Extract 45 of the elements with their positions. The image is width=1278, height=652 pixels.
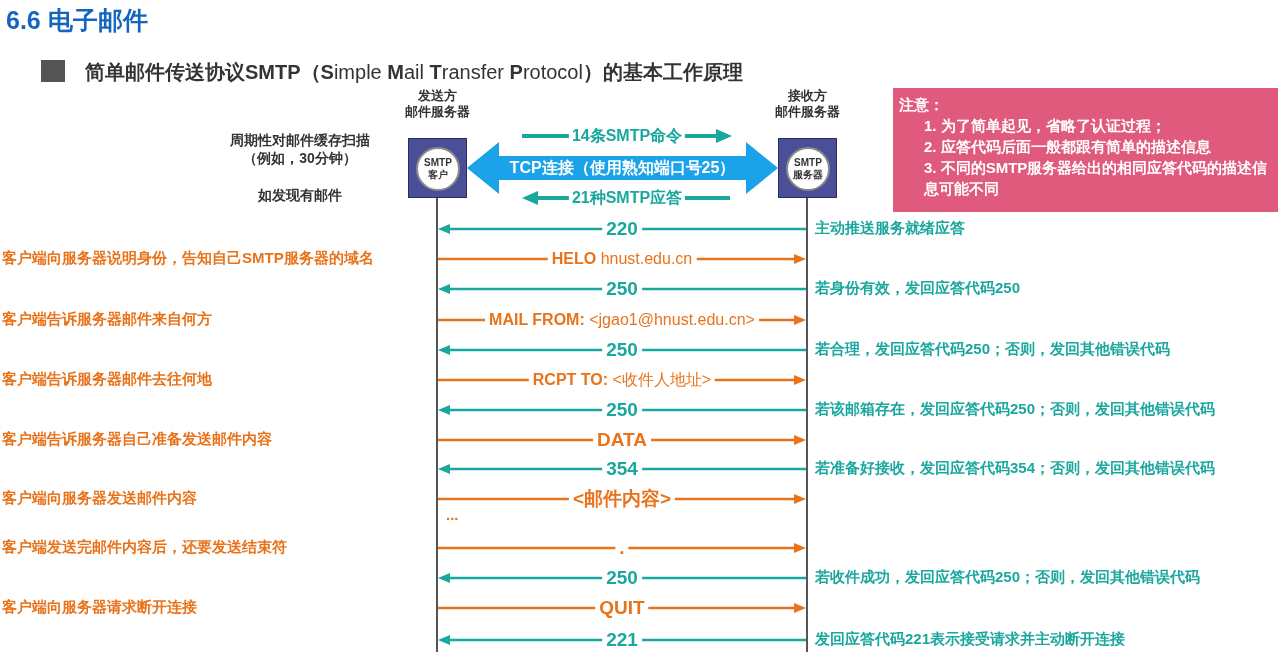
program-name: SMTP 客户 [423,157,453,181]
reply-description: 若该邮箱存在，发回应答代码250；否则，发回其他错误代码 [815,400,1216,419]
annotation-text: 21种SMTP应答 [568,187,686,209]
step-description: 客户端向服务器发送邮件内容 [2,489,197,508]
annotation-text: 周期性对邮件缓存扫描（例如，30分钟） [229,132,371,168]
step-description: 客户端向服务器说明身份，告知自己SMTP服务器的域名 [2,249,374,268]
annotation-text: 14条SMTP命令 [568,125,686,147]
note-heading: 注意： [899,95,945,115]
reply-description: 若准备好接收，发回应答代码354；否则，发回其他错误代码 [815,459,1216,478]
step-description: 客户端发送完邮件内容后，还要发送结束符 [2,538,287,557]
reply-description: 主动推送服务就绪应答 [815,219,965,238]
server-heading: 邮件服务器 [404,104,471,120]
message-arrow [438,543,806,553]
message-arrow [438,635,806,645]
reply-description: 若收件成功，发回应答代码250；否则，发回其他错误代码 [815,568,1201,587]
server-heading: 发送方 [417,88,458,104]
message-arrow [438,345,806,355]
note-item: 1. 为了简单起见，省略了认证过程； [923,116,1167,136]
lifeline [436,198,438,652]
reply-description: 发回应答代码221表示接受请求并主动断开连接 [815,630,1126,649]
lifeline [806,198,808,652]
step-description: 客户端告诉服务器自己准备发送邮件内容 [2,430,272,449]
program-name: SMTP 服务器 [792,157,824,181]
server-heading: 接收方 [787,88,828,104]
message-arrow [438,224,806,234]
step-description: 客户端向服务器请求断开连接 [2,598,197,617]
subtitle: 简单邮件传送协议SMTP（Simple Mail Transfer Protocol）的基本工作原理 [85,60,743,85]
ellipsis: ... [446,506,459,523]
reply-description: 若合理，发回应答代码250；否则，发回其他错误代码 [815,340,1171,359]
annotation-text: 如发现有邮件 [257,187,343,205]
message-arrow [438,573,806,583]
message-arrow [438,284,806,294]
server-heading: 邮件服务器 [774,104,841,120]
connection-arrow [467,142,778,194]
message-arrow [438,464,806,474]
page-title: 6.6 电子邮件 [6,5,148,36]
step-description: 客户端告诉服务器邮件去往何地 [2,370,212,389]
edge-label: <邮件内容> [568,488,676,510]
reply-description: 若身份有效，发回应答代码250 [815,279,1021,298]
note-item: 3. 不同的SMTP服务器给出的相同应答代码的描述信息可能不同 [922,158,1269,199]
note-item: 2. 应答代码后面一般都跟有简单的描述信息 [923,137,1212,157]
message-arrow [438,405,806,415]
step-description: 客户端告诉服务器邮件来自何方 [2,310,212,329]
note-box [893,88,1278,212]
edge-label: RCPT TO: <收件人地址> [528,369,716,391]
